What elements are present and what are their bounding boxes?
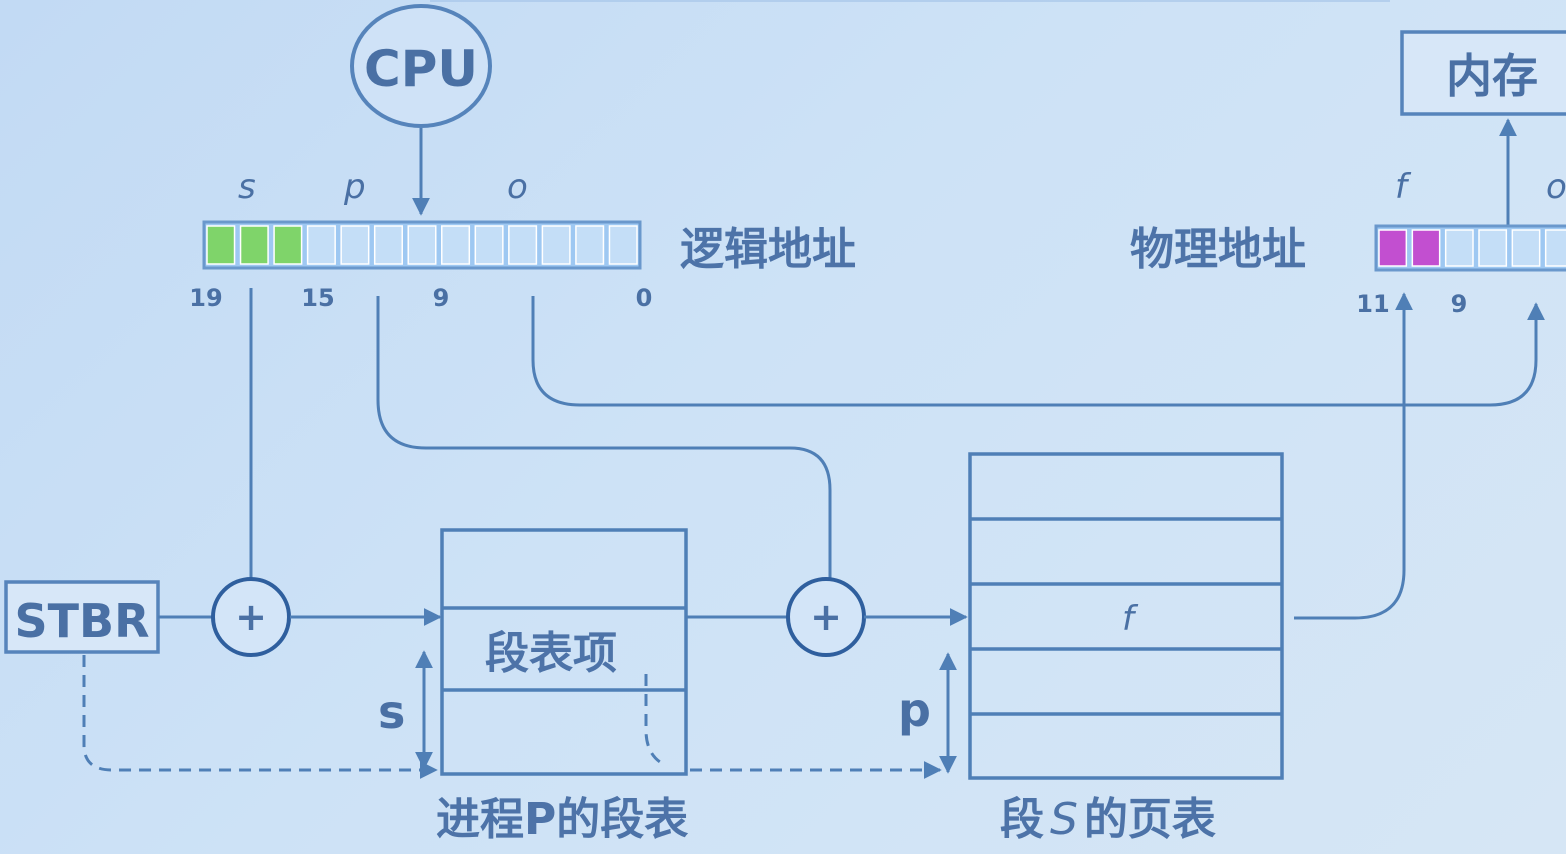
physical-address-bit-cell — [1478, 229, 1508, 267]
page-table-entry-label: f — [1122, 599, 1139, 639]
phys-field-f-label: f — [1395, 167, 1412, 207]
p-field-line — [376, 296, 832, 578]
field-o-label: o — [507, 167, 528, 207]
adder-1-symbol: + — [235, 595, 267, 639]
adder-1: + — [211, 577, 291, 657]
logical-address-bit-cell — [441, 225, 471, 265]
physical-address-label: 物理地址 — [1130, 224, 1306, 275]
cpu-node: CPU — [350, 4, 492, 128]
logical-address-bit-cell — [306, 225, 336, 265]
phys-bit-11-label: 11 — [1356, 290, 1389, 318]
logical-address-bit-cell — [541, 225, 571, 265]
phys-bit-9-label: 9 — [1451, 290, 1468, 318]
logical-address-bit-cell — [575, 225, 605, 265]
stbr-register: STBR — [4, 580, 160, 654]
physical-address-bit-cell — [1444, 229, 1474, 267]
logical-address-bit-cell — [206, 225, 236, 265]
bit-0-label: 0 — [636, 284, 653, 312]
logical-address-bit-cell — [407, 225, 437, 265]
physical-address-bit-cell — [1544, 229, 1566, 267]
logical-address-label: 逻辑地址 — [680, 224, 856, 275]
memory-box — [1400, 30, 1566, 116]
logical-address-bit-cell — [273, 225, 303, 265]
logical-address-register: s p o 逻辑地址 19 15 9 0 — [189, 167, 856, 312]
field-s-label: s — [238, 167, 256, 207]
segment-entry-dashed-pointer — [644, 674, 661, 764]
logical-address-bit-cell — [239, 225, 269, 265]
logical-address-bit-cell — [508, 225, 538, 265]
cpu-label: CPU — [364, 40, 478, 98]
stbr-label: STBR — [15, 594, 150, 648]
physical-address-register: f o 物理地址 11 9 — [1130, 167, 1566, 318]
o-field-line — [531, 296, 1545, 407]
logical-address-bit-cell — [474, 225, 504, 265]
physical-address-bit-cell — [1511, 229, 1541, 267]
segment-table-frame — [440, 528, 688, 776]
segment-table: 段表项 s 进程P的段表 — [378, 528, 688, 845]
bit-9-label: 9 — [433, 284, 450, 312]
logical-address-bit-cell — [373, 225, 403, 265]
bit-15-label: 15 — [301, 284, 334, 312]
logical-address-bit-cell — [340, 225, 370, 265]
memory-label: 内存 — [1446, 49, 1538, 103]
logical-address-cells — [206, 225, 638, 265]
logical-address-bit-cell — [608, 225, 638, 265]
physical-address-bit-cell — [1378, 229, 1408, 267]
adder-1-circle — [211, 577, 291, 657]
bit-19-label: 19 — [189, 284, 222, 312]
f-to-physical-line — [1294, 292, 1413, 620]
adder-2-symbol: + — [810, 595, 842, 639]
cropped-title-strip — [430, 0, 1390, 2]
page-offset-label: p — [898, 683, 931, 737]
segment-table-caption: 进程P的段表 — [436, 794, 688, 845]
field-p-label: p — [343, 167, 366, 207]
segment-offset-label: s — [378, 685, 405, 739]
physical-address-cells — [1378, 229, 1566, 267]
phys-field-o-label: o — [1546, 167, 1566, 207]
adder-2: + — [786, 577, 866, 657]
stbr-dashed-pointer — [82, 655, 438, 779]
memory-node: 内存 — [1400, 30, 1566, 116]
page-table-frame — [968, 452, 1284, 780]
segment-table-entry-label: 段表项 — [485, 628, 617, 679]
physical-address-bit-cell — [1411, 229, 1441, 267]
cpu-ellipse — [350, 4, 492, 128]
